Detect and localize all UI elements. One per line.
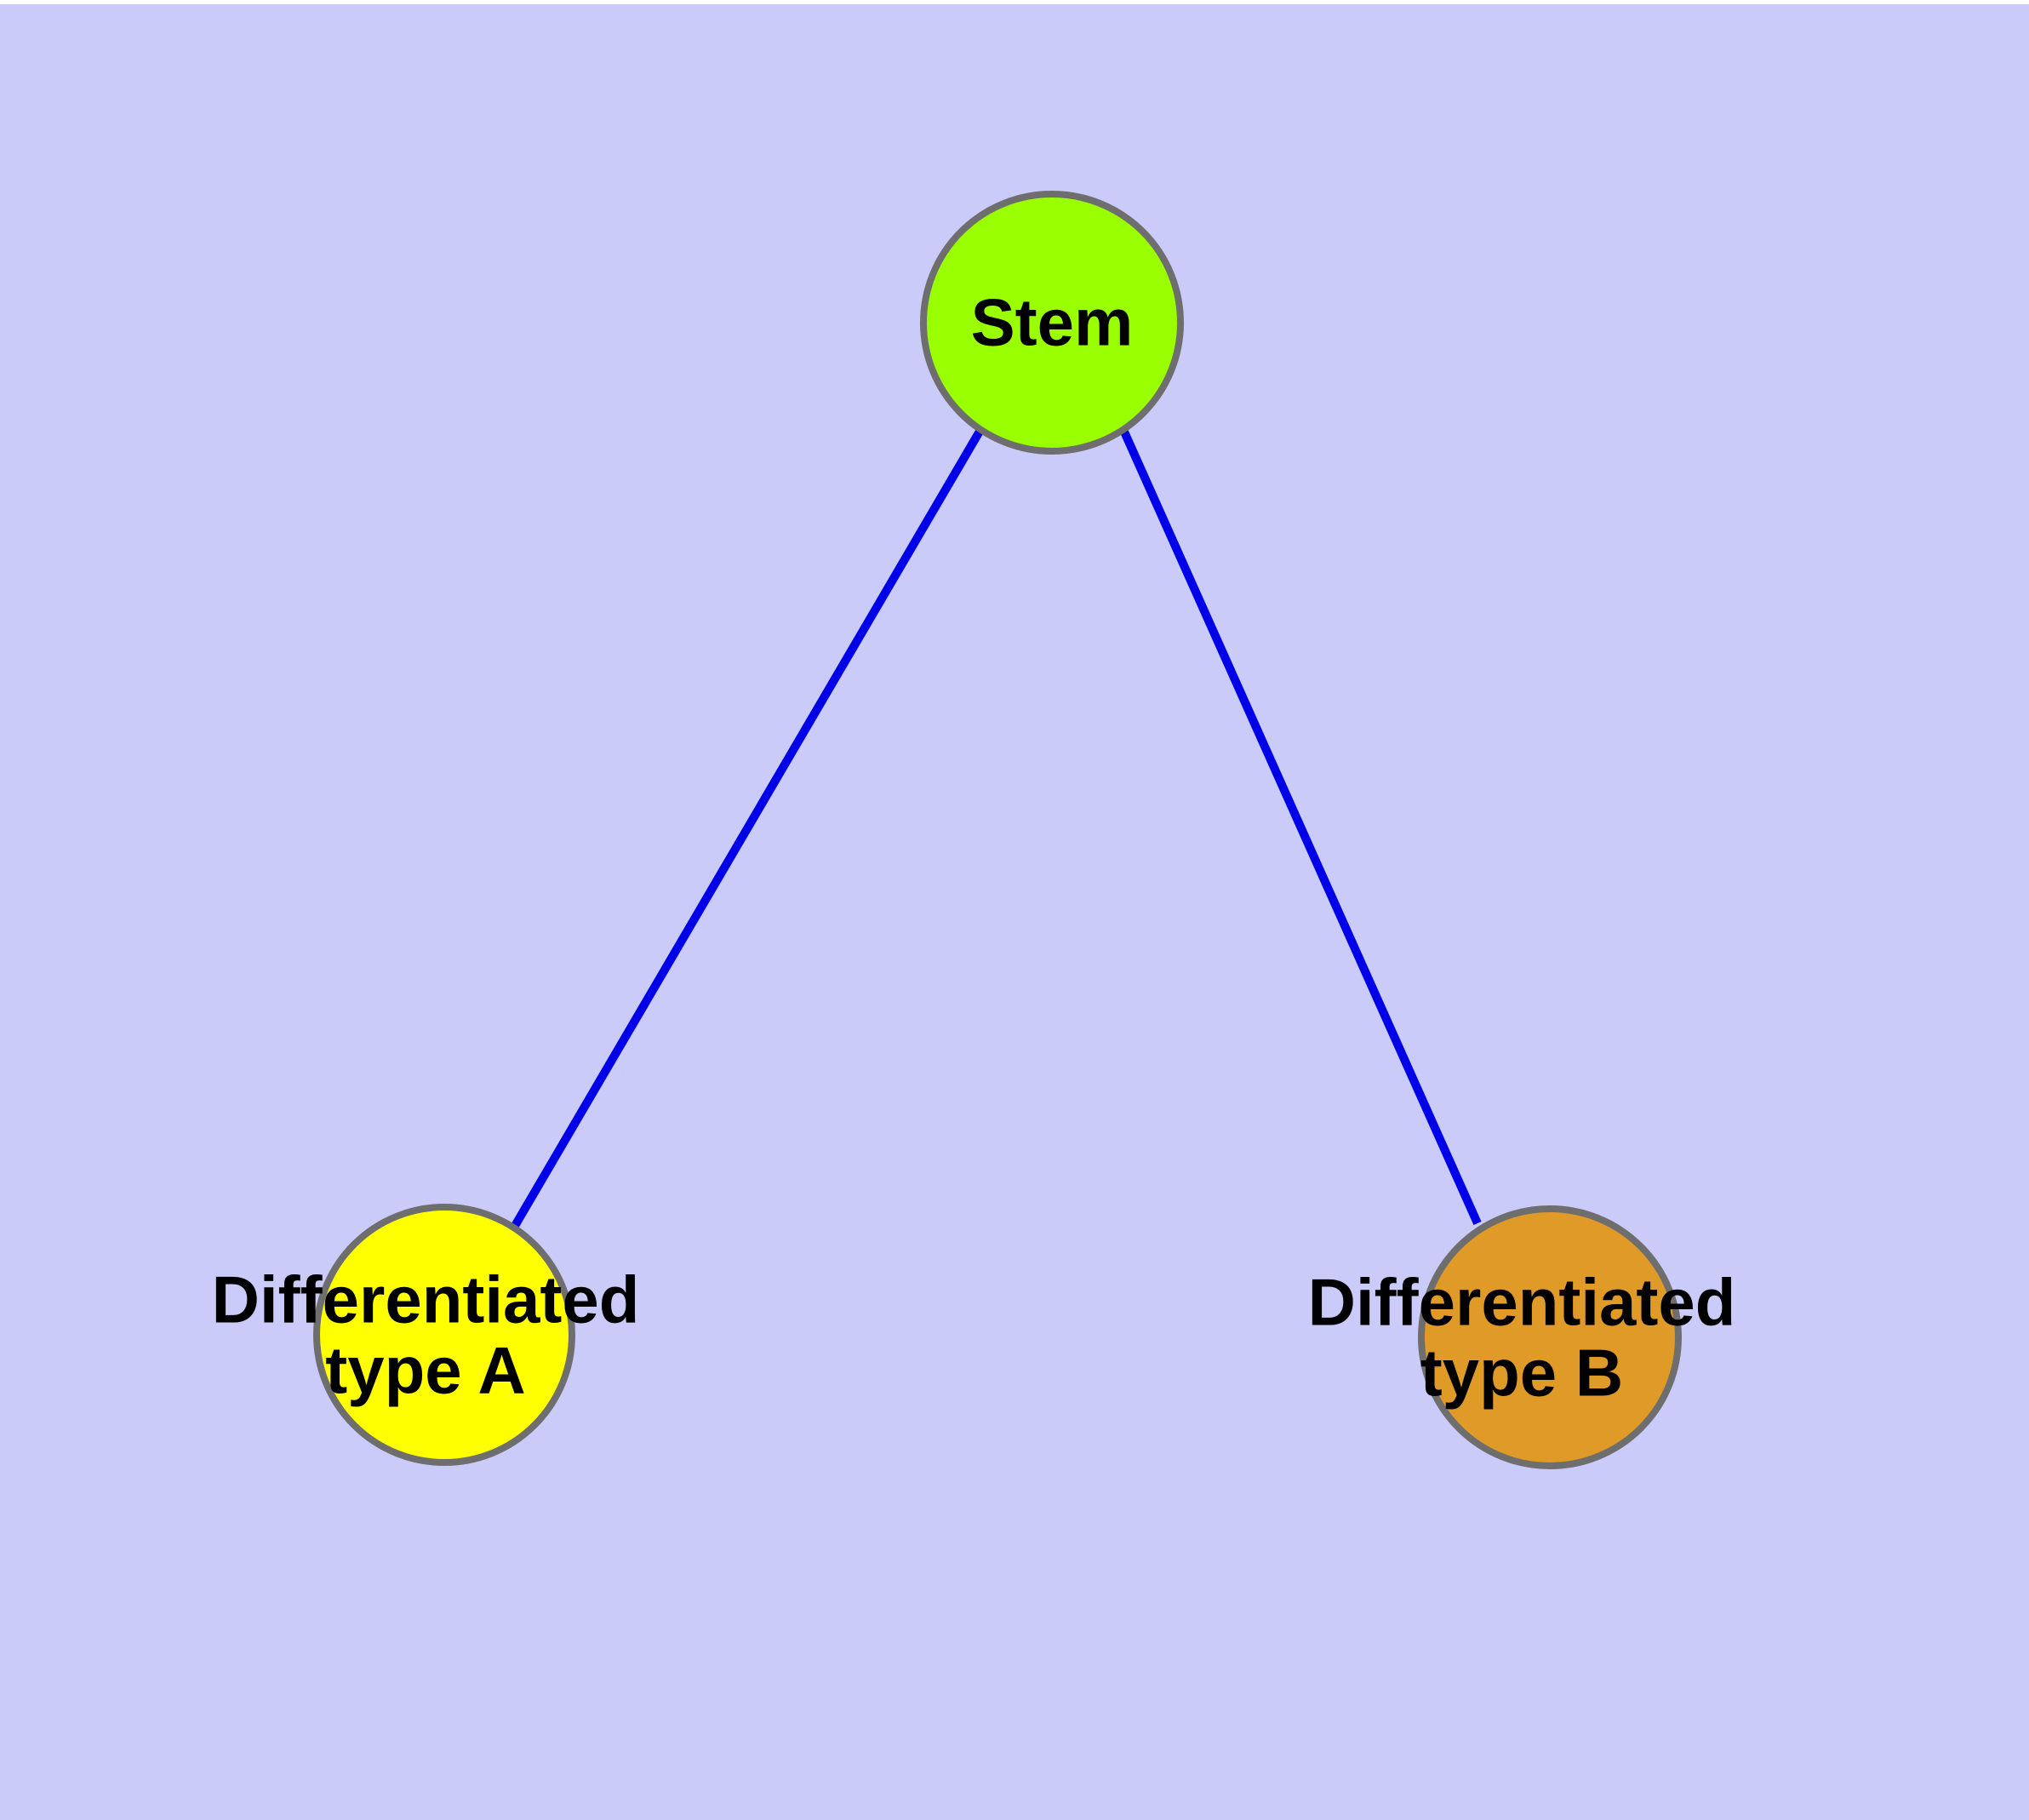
plot-background: Stem Differentiated type A Differentiate… — [0, 4, 2029, 1820]
node-differentiated-type-a[interactable] — [313, 1204, 575, 1466]
edges-group — [511, 427, 1482, 1228]
edge-stem-to-differentiated-type-b — [1119, 427, 1482, 1226]
edge-stem-to-differentiated-type-a — [511, 427, 985, 1228]
node-differentiated-type-b[interactable] — [1418, 1205, 1682, 1469]
nodes-group — [313, 191, 1682, 1469]
node-link-graph — [313, 191, 1682, 1469]
node-stem[interactable] — [920, 191, 1184, 455]
